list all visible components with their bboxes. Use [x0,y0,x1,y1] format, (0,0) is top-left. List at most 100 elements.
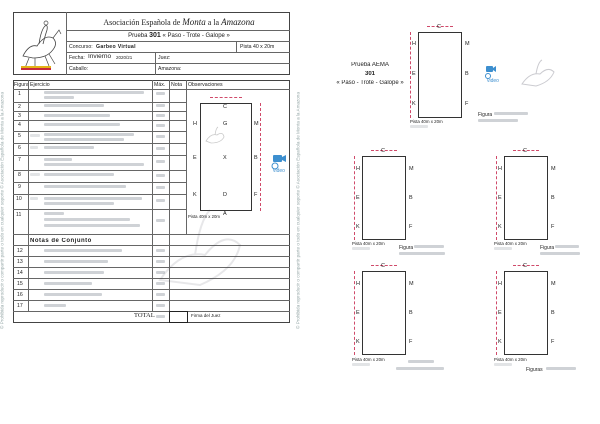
pista-size: Pista 40 x 20m [240,44,275,50]
arena-br-e: E [498,310,502,316]
caballo-label: Caballo: [69,66,89,72]
concurso-value: Garbeo Virtual [96,44,136,50]
col-figura-header: Figura [14,82,29,88]
arena-mid-right [504,156,548,240]
arena-top-e: E [412,71,416,77]
col-nota-header: Nota [171,82,182,88]
col-max-header: Máx. [154,82,166,88]
conjunto-row-14: 14 [17,270,23,276]
row-num-11: 11 [16,212,22,218]
conjunto-title: Notas de Conjunto [30,238,92,244]
arena-bl-h: H [356,281,360,287]
video-icon-right[interactable] [482,64,500,82]
row-num-5: 5 [18,133,21,139]
arena-ml-e: E [356,195,360,201]
arena-letter-m: M [254,121,259,127]
arena-top-k: K [412,101,416,107]
arena-br-b: B [551,310,555,316]
arena-br-figuras: Figuras [526,367,543,373]
arena-br-f: F [551,339,555,345]
row-num-1: 1 [18,91,21,97]
row-num-7: 7 [18,157,21,163]
total-score-box[interactable] [169,311,188,323]
video-label-right[interactable]: video [487,78,499,84]
right-title: Prueba AEMA [351,62,389,68]
arena-mr-figura: Figura [540,245,555,251]
copyright-watermark-right: © Prohibida reproducir o compartir parte… [295,92,301,329]
arena-letter-x: X [223,155,227,161]
arena-letter-e: E [193,155,197,161]
video-icon[interactable] [268,152,290,174]
conjunto-row-15: 15 [17,281,23,287]
arena-ml-c: C [381,148,385,154]
arena-letter-h: H [193,121,197,127]
rider-logo-right [518,52,558,92]
fecha-year: 2020/21 [116,55,133,60]
arena-mr-e: E [498,195,502,201]
arena-br-caption: Pista 40m x 20m [494,357,527,362]
arena-br-m: M [551,281,556,287]
arena-ml-h: H [356,166,360,172]
arena-top-caption: Pista 40m x 20m [410,119,443,124]
arena-letter-k: K [193,192,197,198]
video-label[interactable]: video [273,168,285,174]
header-box [13,12,290,75]
arena-br-h: H [498,281,502,287]
arena-ml-b: B [409,195,413,201]
row-num-3: 3 [18,113,21,119]
fecha-value: Invierno [88,54,112,60]
amazona-label: Amazona: [158,66,182,72]
col-ejercicio-header: Ejercicio [30,82,50,88]
row-num-4: 4 [18,122,21,128]
firma-label: Firma del Juez [191,313,221,318]
arena-bl-f: F [409,339,413,345]
arena-ml-figura: Figura [399,245,414,251]
conjunto-row-17: 17 [17,303,23,309]
row-num-2: 2 [18,104,21,110]
row-num-6: 6 [18,145,21,151]
arena-letter-c: C [223,104,227,110]
total-label: TOTAL [134,313,155,319]
arena-bl-b: B [409,310,413,316]
arena-bl-k: K [356,339,360,345]
association-title: Asociación Española de Monta a la Amazon… [103,17,255,27]
arena-top-h: H [412,41,416,47]
arena-bottom-left [362,271,406,355]
row-num-10: 10 [16,196,22,202]
arena-letter-b: B [254,155,258,161]
arena-main [200,103,252,211]
arena-top-c: C [437,24,441,30]
col-obs-header: Observaciones [188,82,223,88]
arena-bottom-right [504,271,548,355]
arena-bl-m: M [409,281,414,287]
arena-bl-c: C [381,263,385,269]
arena-mr-caption: Pista 40m x 20m [494,241,527,246]
fecha-label: Fecha: [69,55,85,61]
arena-mr-f: F [551,224,555,230]
arena-bl-e: E [356,310,360,316]
arena-ml-k: K [356,224,360,230]
arena-ml-f: F [409,224,413,230]
arena-ml-caption: Pista 40m x 20m [352,241,385,246]
row-num-9: 9 [18,184,21,190]
copyright-watermark-left: © Prohibida reproducir o compartir parte… [0,92,5,329]
row-num-8: 8 [18,172,21,178]
arena-letter-d: D [223,192,227,198]
conjunto-row-12: 12 [17,248,23,254]
arena-top-figura: Figura [478,112,493,118]
concurso-label: Concurso: [69,44,93,50]
conjunto-row-13: 13 [17,259,23,265]
arena-ml-m: M [409,166,414,172]
arena-top-f: F [465,101,469,107]
score-table [13,80,290,323]
arena-letter-a: A [223,211,227,217]
conjunto-row-16: 16 [17,292,23,298]
arena-top-b: B [465,71,469,77]
arena-mid-left [362,156,406,240]
arena-letter-f: F [254,192,258,198]
arena-mr-k: K [498,224,502,230]
rider-watermark-large [150,190,250,300]
right-number: 301 [364,71,375,77]
arena-br-c: C [523,263,527,269]
arena-letter-g: G [223,121,228,127]
